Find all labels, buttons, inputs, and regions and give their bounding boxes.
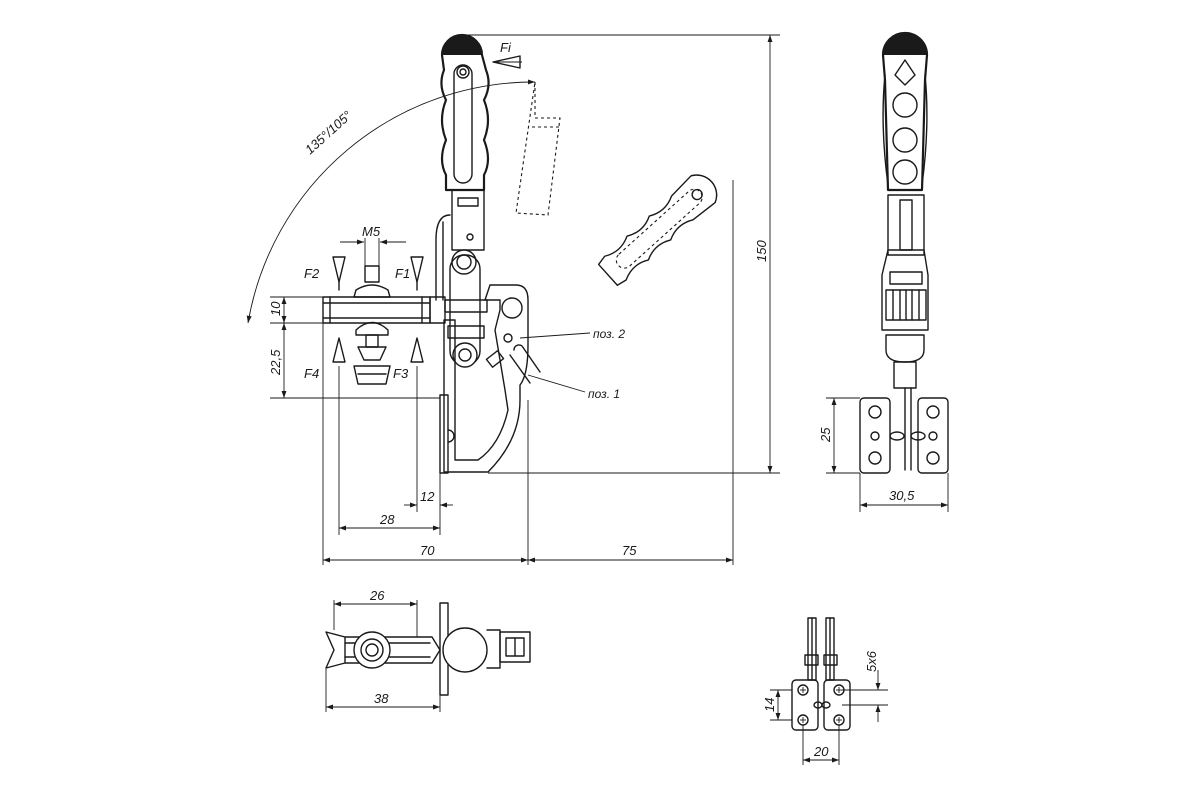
dim-10: 10 xyxy=(268,301,283,316)
force-f3-label: F3 xyxy=(393,366,409,381)
dim-70: 70 xyxy=(420,543,435,558)
force-f4-label: F4 xyxy=(304,366,319,381)
pos-2-label: поз. 2 xyxy=(593,327,625,341)
dim-14: 14 xyxy=(762,698,777,712)
dim-38: 38 xyxy=(374,691,389,706)
dim-26: 26 xyxy=(369,588,385,603)
thread-label: M5 xyxy=(362,224,381,239)
dim-5x6: 5x6 xyxy=(864,650,879,672)
force-f2-label: F2 xyxy=(304,266,320,281)
top-view: 26 38 xyxy=(325,588,531,712)
dim-25: 25 xyxy=(818,427,833,443)
dim-12: 12 xyxy=(420,489,435,504)
dim-22-5: 22,5 xyxy=(268,349,283,376)
handle-open xyxy=(597,174,718,286)
dim-75: 75 xyxy=(622,543,637,558)
dim-150: 150 xyxy=(754,240,769,262)
dim-20: 20 xyxy=(813,744,829,759)
handle-closed xyxy=(440,33,490,192)
handle-ghost-outline xyxy=(515,81,561,216)
front-view: 135°/105° Fi xyxy=(246,33,780,565)
base-detail-view: 14 20 5x6 xyxy=(762,617,888,765)
dim-30-5: 30,5 xyxy=(889,488,915,503)
force-fi-label: Fi xyxy=(500,40,512,55)
force-f1-label: F1 xyxy=(395,266,410,281)
angle-arc xyxy=(246,79,536,324)
side-view: 25 30,5 xyxy=(818,31,949,512)
angle-label: 135°/105° xyxy=(302,108,355,158)
dim-28: 28 xyxy=(379,512,395,527)
pos-1-label: поз. 1 xyxy=(588,387,620,401)
